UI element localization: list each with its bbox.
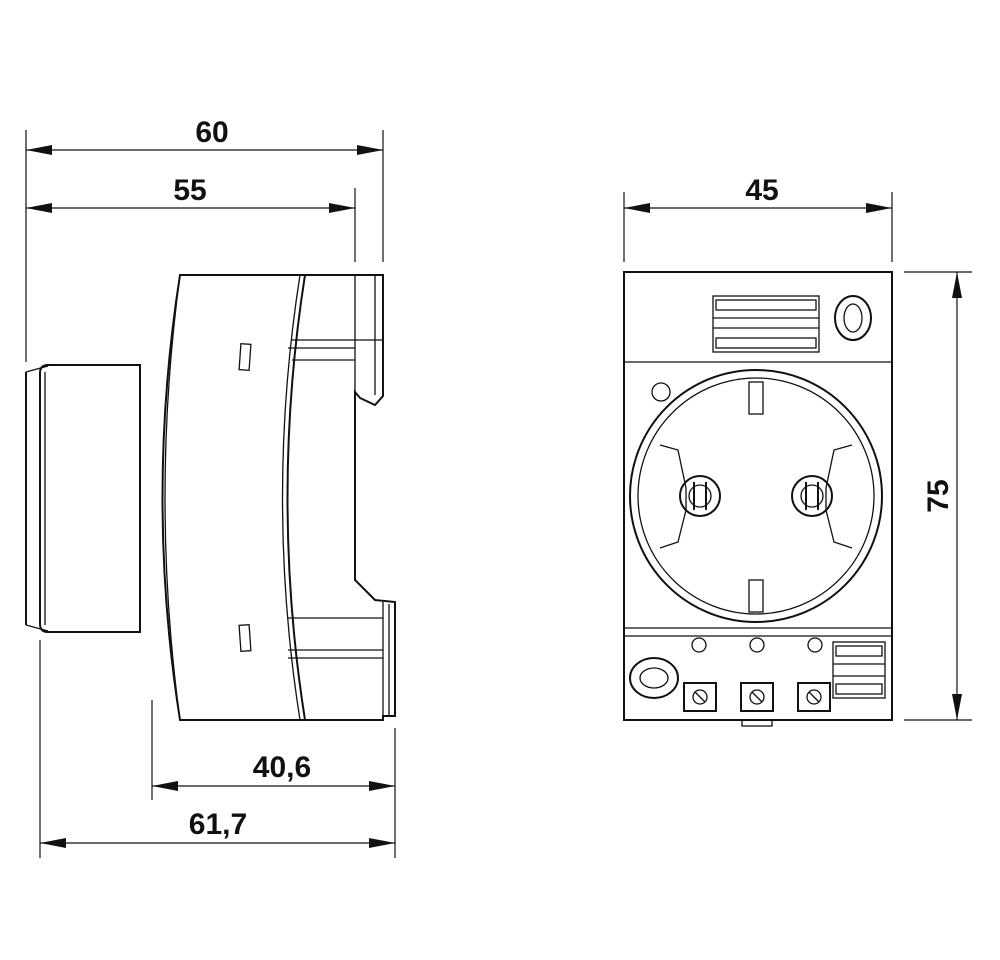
schuko-socket [629,369,883,623]
dim-55-label: 55 [173,174,206,207]
top-oval-hole [834,295,872,341]
screw-terminal-2 [740,682,774,712]
bottom-terminal [832,641,886,699]
top-terminal [712,295,820,353]
dim-60-label: 60 [195,116,228,149]
bottom-oval-hole [629,657,679,699]
earth-clip-bottom [748,579,764,613]
led-2 [749,637,765,653]
housing-body [161,274,307,721]
led-3 [807,637,823,653]
rail-body [305,274,396,721]
pin-hole-left [679,475,721,517]
dim-61-7-label: 61,7 [189,808,247,841]
dim-45-label: 45 [745,174,778,207]
screw-terminal-1 [683,682,717,712]
pin-hole-right [791,475,833,517]
earth-clip-top [748,381,764,415]
dim-75-label: 75 [922,479,955,512]
front-view: 45 75 [623,174,972,727]
small-indicator-dot [651,382,671,402]
upper-slot [238,342,252,372]
dim-40-6-label: 40,6 [253,751,311,784]
rear-block [39,364,141,633]
lower-slot [238,623,252,653]
side-view: 60 55 40,6 61,7 [25,116,396,858]
screw-terminal-3 [797,682,831,712]
led-1 [691,637,707,653]
